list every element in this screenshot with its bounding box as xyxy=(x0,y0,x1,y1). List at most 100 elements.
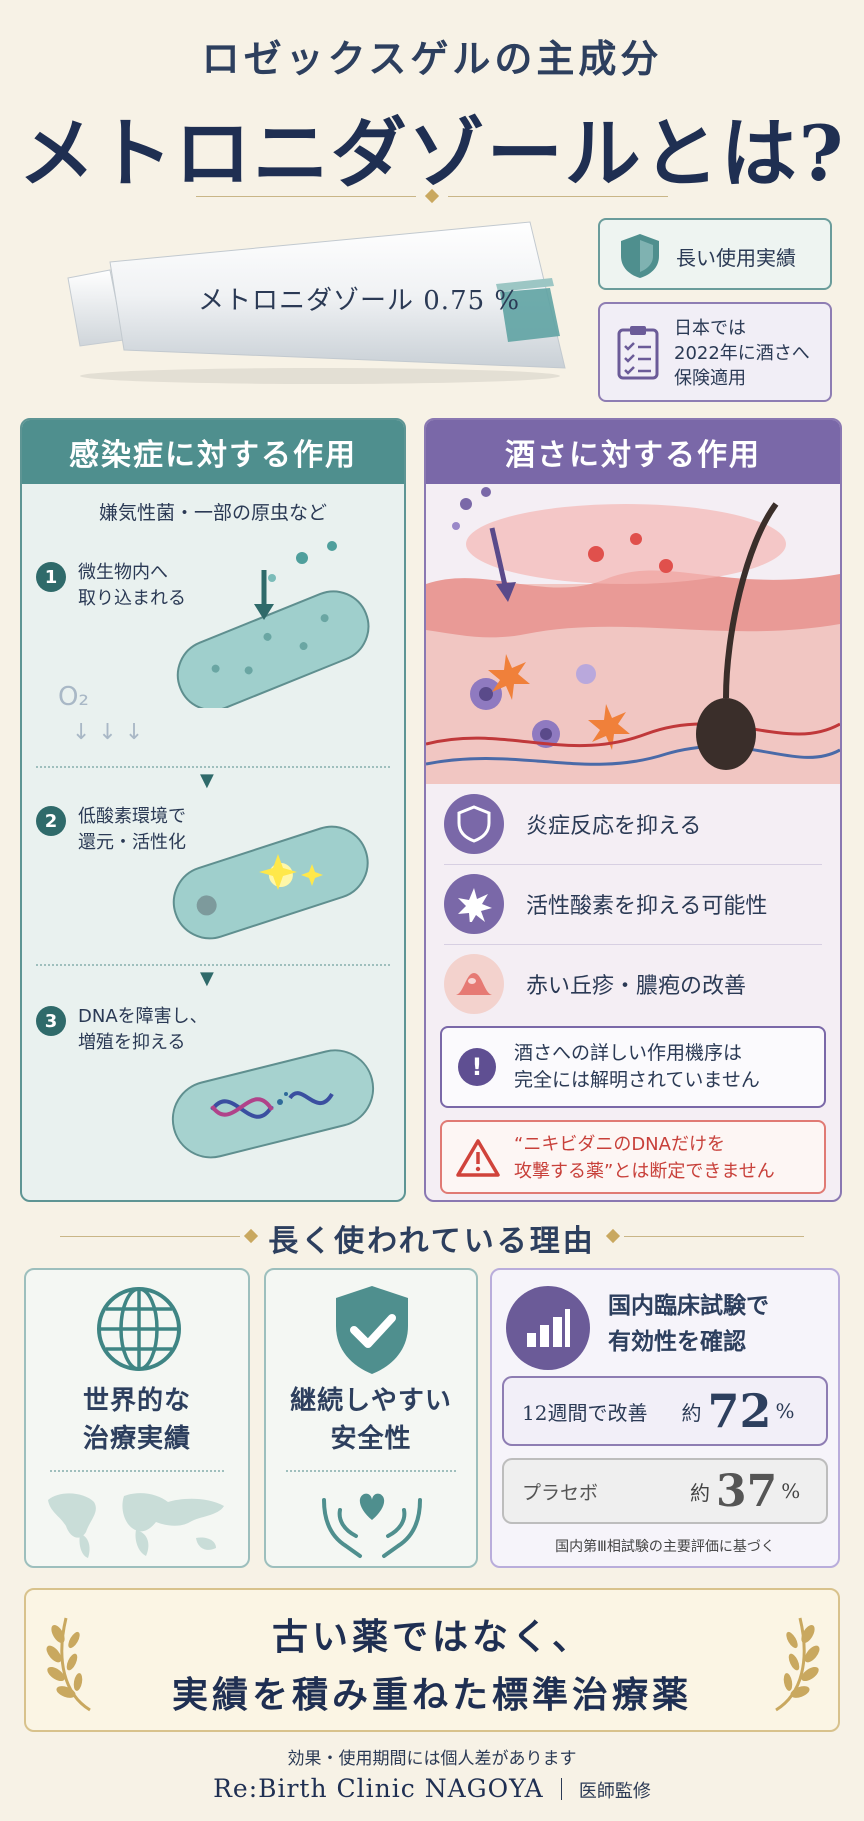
feature-row-inflammation: 炎症反応を抑える xyxy=(444,794,701,854)
step-2-line-1: 低酸素環境で xyxy=(78,806,186,827)
mechanism-note-line-1: 酒さへの詳しい作用機序は xyxy=(514,1042,743,1064)
safety-card: 継続しやすい 安全性 xyxy=(264,1268,478,1568)
step-3-line-2: 増殖を抑える xyxy=(78,1032,186,1053)
footer-separator xyxy=(560,1778,562,1800)
infection-subtitle: 嫌気性菌・一部の原虫など xyxy=(98,502,327,524)
trial-title: 国内臨床試験で 有効性を確認 xyxy=(608,1288,769,1360)
rosacea-panel-header: 酒さに対する作用 xyxy=(426,420,840,484)
laurel-right-icon xyxy=(775,1617,820,1712)
safety-title-line-2: 安全性 xyxy=(330,1424,412,1454)
shield-check-icon xyxy=(336,1286,408,1374)
warning-line-2: 攻撃する薬”とは断定できません xyxy=(514,1161,775,1182)
tube-label: メトロニダゾール 0.75 % xyxy=(198,286,521,316)
summary-banner: 古い薬ではなく、 実績を積み重ねた標準治療薬 xyxy=(24,1588,840,1732)
rosacea-action-panel: 酒さに対する作用 炎症反応を抑える 活性酸素を抑える可能性 赤い丘疹 xyxy=(424,418,842,1202)
supervision-label: 医師監修 xyxy=(578,1781,651,1802)
laurel-left-icon xyxy=(46,1617,91,1712)
step-number-2: 2 xyxy=(36,806,66,836)
global-title-line-1: 世界的な xyxy=(82,1386,191,1416)
globe-icon xyxy=(97,1287,181,1371)
papule-icon xyxy=(444,954,504,1014)
warning-line-1: “ニキビダニのDNAだけを xyxy=(514,1134,725,1155)
step-separator-2 xyxy=(36,964,390,966)
hands-heart-icon xyxy=(322,1493,422,1558)
insurance-badge: 日本では 2022年に酒さへ 保険適用 xyxy=(598,302,832,402)
insurance-line-1: 日本では xyxy=(674,318,746,339)
step-1-line-1: 微生物内へ xyxy=(78,562,168,583)
placebo-unit: % xyxy=(781,1479,801,1503)
global-card-title: 世界的な 治療実績 xyxy=(26,1382,248,1458)
feature-divider-1 xyxy=(444,864,822,865)
global-title-line-2: 治療実績 xyxy=(82,1424,191,1454)
global-card-divider xyxy=(50,1470,224,1472)
warning-box: “ニキビダニのDNAだけを 攻撃する薬”とは断定できません xyxy=(440,1120,826,1194)
banner-line-1: 古い薬ではなく、 xyxy=(271,1616,592,1658)
burst-icon xyxy=(444,874,504,934)
oxygen-label: O₂ xyxy=(58,682,89,712)
improvement-unit: % xyxy=(775,1399,795,1423)
improvement-approx: 約 xyxy=(681,1400,702,1425)
feature-row-papules: 赤い丘疹・膿疱の改善 xyxy=(444,954,746,1014)
feature-divider-2 xyxy=(444,944,822,945)
insurance-line-3: 保険適用 xyxy=(674,368,746,389)
mechanism-note-text: 酒さへの詳しい作用機序は 完全には解明されていません xyxy=(514,1040,760,1094)
safety-card-title: 継続しやすい 安全性 xyxy=(266,1382,476,1458)
reasons-divider-right xyxy=(624,1236,804,1237)
trial-title-line-2: 有効性を確認 xyxy=(608,1329,746,1355)
warning-triangle-icon xyxy=(456,1139,500,1177)
step-3-text: DNAを障害し、 増殖を抑える xyxy=(78,1004,208,1056)
reasons-divider-left xyxy=(60,1236,240,1237)
exclamation-icon: ! xyxy=(458,1048,496,1086)
step-separator-1 xyxy=(36,766,390,768)
down-arrow-icon: ▼ xyxy=(200,968,214,989)
down-arrow-icon: ▼ xyxy=(200,770,214,791)
clinic-name: Re:Birth Clinic NAGOYA xyxy=(213,1774,544,1803)
feature-oxygen-text: 活性酸素を抑える可能性 xyxy=(526,894,768,919)
placebo-value: 37 xyxy=(716,1465,778,1517)
banner-line-2: 実績を積み重ねた標準治療薬 xyxy=(171,1674,692,1716)
bacterium-1-icon xyxy=(176,541,370,708)
title-divider-right xyxy=(448,196,668,197)
improvement-value: 72 xyxy=(707,1384,772,1438)
clipboard-checklist-icon xyxy=(617,326,659,380)
step-number-3: 3 xyxy=(36,1006,66,1036)
improvement-label: 12週間で改善 xyxy=(522,1400,648,1425)
bacterium-2-icon xyxy=(172,825,369,940)
trial-title-line-1: 国内臨床試験で xyxy=(608,1293,769,1319)
track-record-badge: 長い使用実績 xyxy=(598,218,832,290)
oxygen-arrows-icon: ↓↓↓ xyxy=(72,720,152,745)
clinical-trial-card: 国内臨床試験で 有効性を確認 12週間で改善 約 72 % プラセボ 約 37 … xyxy=(490,1268,840,1568)
infection-panel-header: 感染症に対する作用 xyxy=(22,420,404,484)
warning-text: “ニキビダニのDNAだけを 攻撃する薬”とは断定できません xyxy=(514,1131,775,1185)
infection-action-panel: 感染症に対する作用 嫌気性菌・一部の原虫など 1 微生物内へ 取り込まれる O₂… xyxy=(20,418,406,1202)
mechanism-note-line-2: 完全には解明されていません xyxy=(514,1069,760,1091)
global-track-record-card: 世界的な 治療実績 xyxy=(24,1268,250,1568)
safety-card-divider xyxy=(286,1470,456,1472)
step-3-line-1: DNAを障害し、 xyxy=(78,1006,208,1027)
trial-footnote: 国内第Ⅲ相試験の主要評価に基づく xyxy=(555,1539,775,1555)
title-line-2: メトロニダゾールとは? xyxy=(18,109,846,198)
bacterium-3-dna-icon xyxy=(171,1049,375,1159)
placebo-stat: プラセボ 約 37 % xyxy=(502,1458,828,1524)
track-record-text: 長い使用実績 xyxy=(676,246,796,270)
placebo-approx: 約 xyxy=(690,1480,711,1505)
step-2-text: 低酸素環境で 還元・活性化 xyxy=(78,804,186,856)
title-divider-left xyxy=(196,196,416,197)
feature-row-oxygen: 活性酸素を抑える可能性 xyxy=(444,874,767,934)
skin-cross-section-icon xyxy=(426,487,840,784)
feature-inflammation-text: 炎症反応を抑える xyxy=(526,814,702,839)
shield-outline-icon xyxy=(444,794,504,854)
tube-icon xyxy=(67,221,566,384)
step-1-line-2: 取り込まれる xyxy=(78,588,186,609)
insurance-line-2: 2022年に酒さへ xyxy=(674,343,810,364)
insurance-text: 日本では 2022年に酒さへ 保険適用 xyxy=(674,316,810,391)
reasons-heading: 長く使われている理由 xyxy=(268,1224,596,1259)
mechanism-note-box: ! 酒さへの詳しい作用機序は 完全には解明されていません xyxy=(440,1026,826,1108)
clinic-credit: Re:Birth Clinic NAGOYA 医師監修 xyxy=(0,1774,864,1803)
improvement-stat: 12週間で改善 約 72 % xyxy=(502,1376,828,1446)
feature-papules-text: 赤い丘疹・膿疱の改善 xyxy=(526,974,747,999)
shield-icon xyxy=(621,234,659,278)
safety-title-line-1: 継続しやすい xyxy=(290,1386,452,1416)
step-1-text: 微生物内へ 取り込まれる xyxy=(78,560,186,612)
gel-tube-illustration: メトロニダゾール 0.75 % xyxy=(60,218,580,388)
